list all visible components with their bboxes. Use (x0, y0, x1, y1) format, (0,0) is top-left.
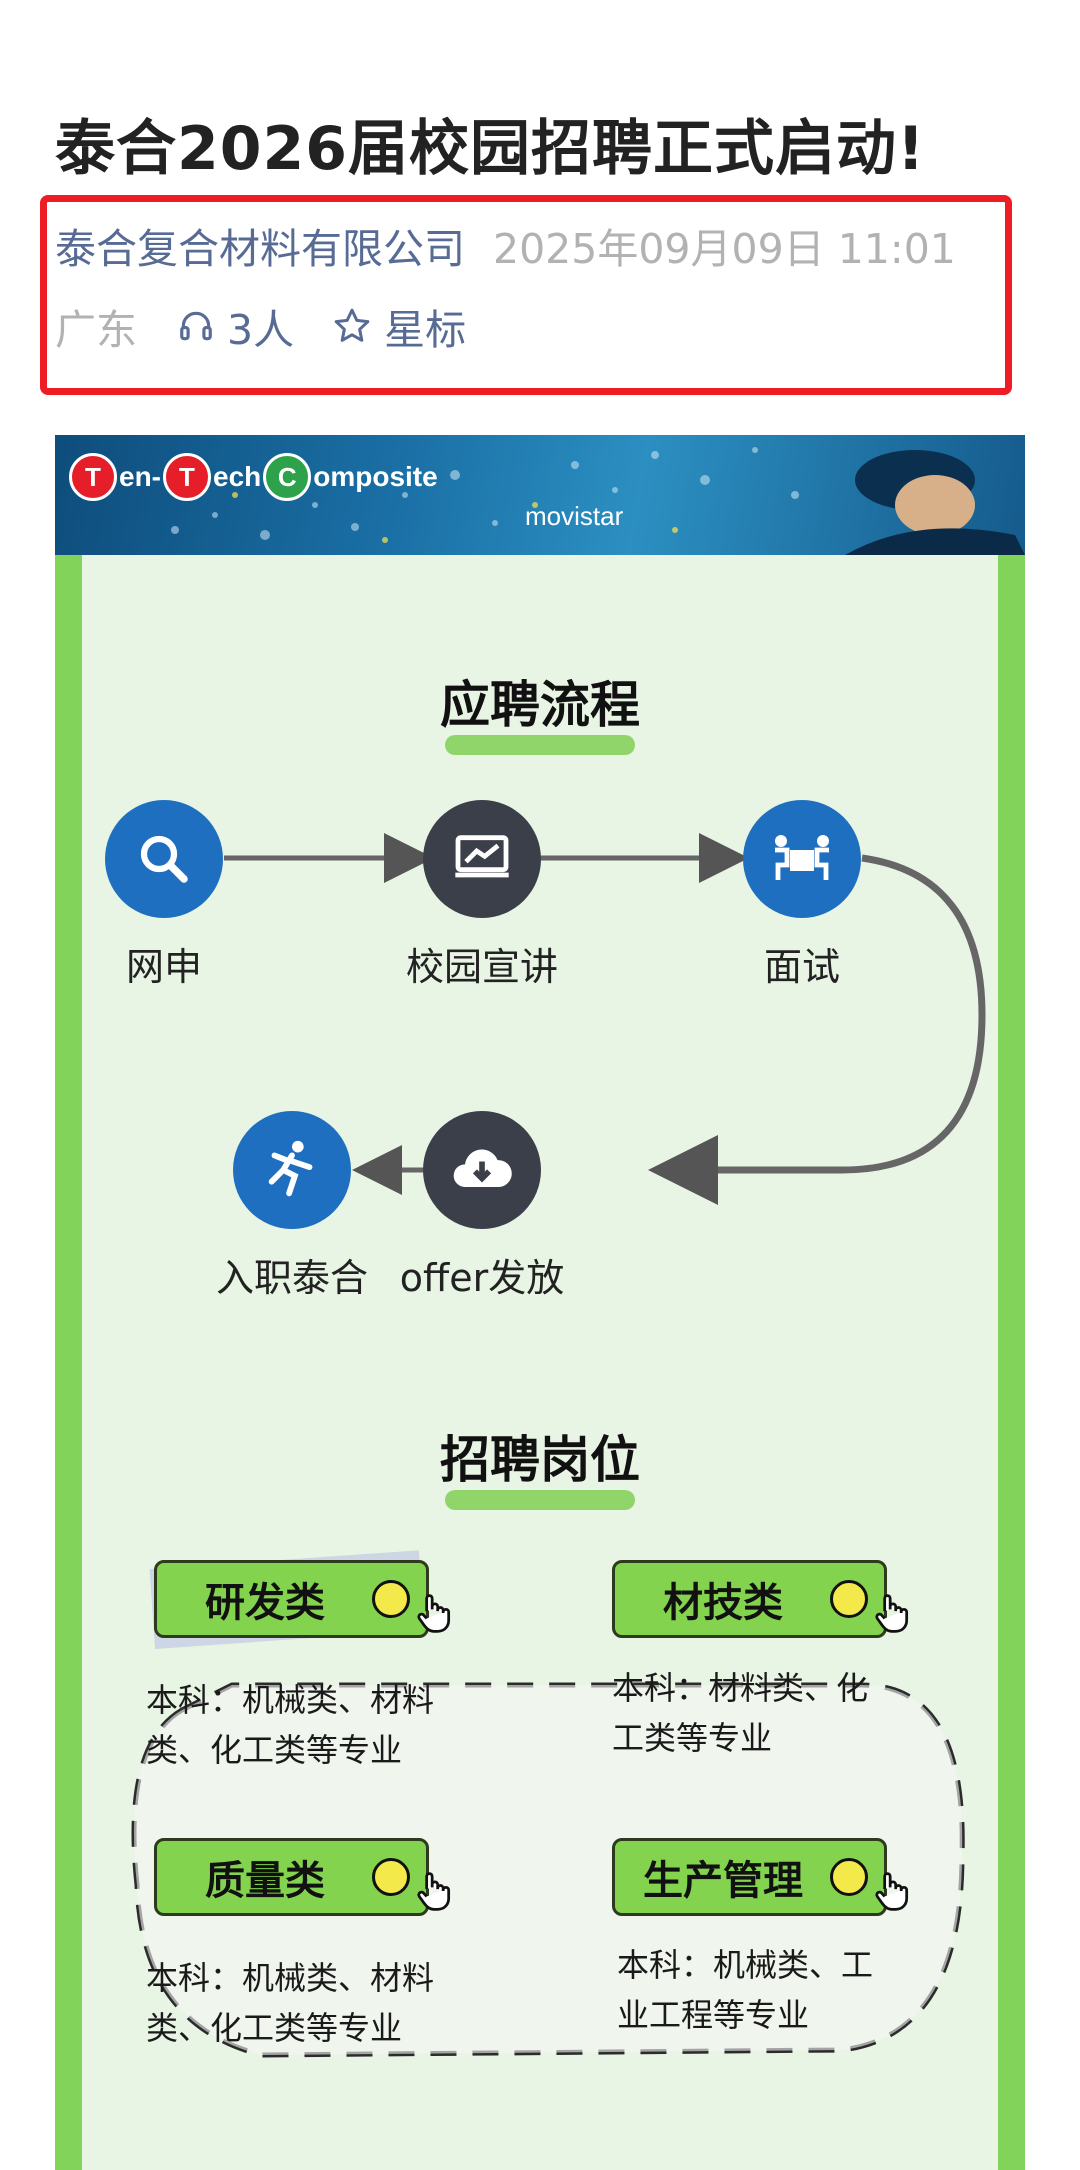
recruitment-poster-image[interactable]: T en- T ech C omposite movistar 应聘流程 (55, 435, 1025, 2170)
account-name-link[interactable]: 泰合复合材料有限公司 (55, 225, 465, 273)
star-label: 星标 (384, 306, 467, 354)
positions-title-underline (445, 1490, 635, 1510)
step-onboard: 入职泰合 (172, 1111, 412, 1302)
region-label: 广东 (55, 306, 137, 354)
pointer-dot-icon (372, 1858, 410, 1896)
category-rnd-desc: 本科：机械类、材料 类、化工类等专业 (146, 1681, 435, 1769)
step-label: 网申 (125, 945, 202, 989)
pointer-dot-icon (830, 1858, 868, 1896)
poster-banner: T en- T ech C omposite movistar (55, 435, 1025, 555)
pointer-dot-icon (372, 1580, 410, 1618)
hand-cursor-icon (417, 1872, 451, 1911)
step-offer: offer发放 (362, 1111, 602, 1302)
poster-content: 应聘流程 网申 校园宣讲 (82, 555, 998, 2170)
category-production-button[interactable]: 生产管理 (612, 1838, 909, 1916)
process-title: 应聘流程 (440, 676, 640, 734)
interview-icon (775, 835, 829, 880)
hand-cursor-icon (875, 1872, 909, 1911)
category-quality-desc: 本科：机械类、材料 类、化工类等专业 (146, 1959, 435, 2047)
presentation-icon (455, 835, 509, 878)
step-label: offer发放 (399, 1256, 565, 1300)
article-title: 泰合2026届校园招聘正式启动! (55, 114, 926, 184)
category-production-desc: 本科：机械类、工 业工程等专业 (617, 1946, 874, 2034)
sponsor-logo: movistar (525, 501, 624, 531)
listen-button[interactable]: 3人 (177, 296, 294, 356)
banner-splash (171, 447, 1025, 555)
hand-cursor-icon (875, 1594, 909, 1633)
runner-icon (268, 1140, 313, 1197)
search-icon (140, 835, 188, 883)
category-material-tech-desc: 本科：材料类、化 工类等专业 (612, 1669, 869, 1757)
meta-row-account: 泰合复合材料有限公司 2025年09月09日 11:01 (55, 215, 956, 275)
company-logo: T en- T ech C omposite (69, 453, 440, 501)
process-title-underline (445, 735, 635, 755)
step-label: 面试 (763, 945, 840, 989)
headphones-icon (180, 311, 212, 341)
cloud-download-icon (453, 1149, 512, 1187)
step-interview: 面试 (682, 800, 922, 991)
category-quality-button[interactable]: 质量类 (154, 1838, 451, 1916)
step-online-apply: 网申 (55, 800, 284, 991)
category-material-tech-button[interactable]: 材技类 (612, 1560, 909, 1638)
step-label: 校园宣讲 (405, 945, 558, 989)
listener-count: 3人 (227, 306, 295, 354)
positions-title: 招聘岗位 (440, 1431, 640, 1489)
step-label: 入职泰合 (215, 1256, 368, 1300)
positions-dashed-frame (131, 1550, 965, 2058)
star-icon (334, 308, 370, 342)
publish-date: 2025年09月09日 11:01 (493, 225, 956, 273)
pointer-dot-icon (830, 1580, 868, 1618)
highlight-box (40, 195, 1012, 395)
star-button[interactable]: 星标 (332, 296, 466, 356)
category-rnd-button[interactable]: 研发类 (154, 1560, 451, 1638)
step-campus-talk: 校园宣讲 (362, 800, 602, 991)
hand-cursor-icon (417, 1594, 451, 1633)
meta-row-stats: 广东 3人 星标 (55, 296, 466, 356)
